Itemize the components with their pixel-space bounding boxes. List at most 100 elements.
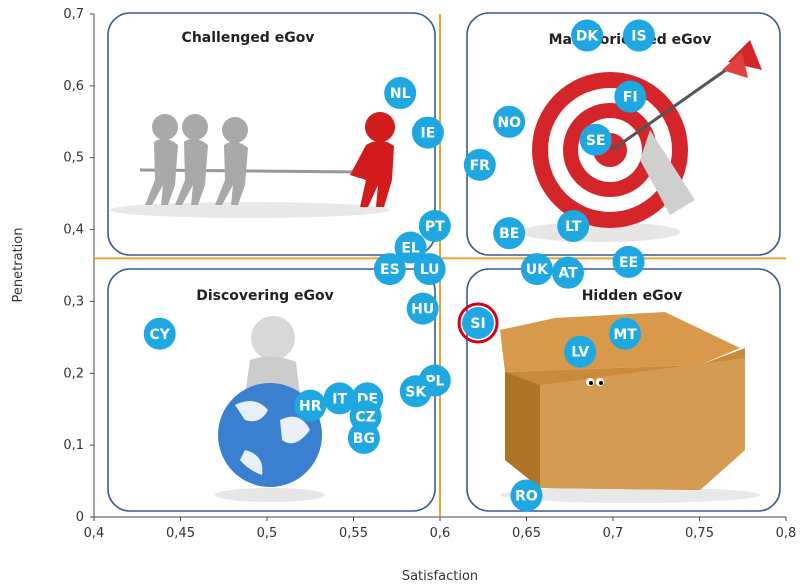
country-label: BE (499, 226, 519, 242)
country-label: CY (150, 327, 171, 343)
country-bubble (552, 256, 585, 289)
country-bubble (571, 19, 604, 52)
country-point-si: SI (457, 302, 499, 344)
country-label: ES (380, 262, 400, 278)
country-point-uk: UK (520, 253, 553, 286)
country-point-lt: LT (557, 209, 590, 242)
country-bubble (394, 231, 427, 264)
country-bubble (579, 123, 612, 156)
country-bubble (406, 292, 439, 325)
country-label: CZ (355, 409, 375, 425)
x-tick-label: 0,7 (603, 526, 624, 541)
country-bubble (373, 253, 406, 286)
country-point-no: NO (493, 105, 526, 138)
country-point-lv: LV (564, 335, 597, 368)
x-tick-label: 0,4 (84, 526, 105, 541)
country-label: IS (631, 29, 646, 45)
y-tick-label: 0,3 (63, 294, 84, 309)
y-tick-label: 0,4 (63, 223, 84, 238)
country-point-mt: MT (609, 317, 642, 350)
country-label: IE (420, 126, 435, 142)
country-label: SK (405, 384, 427, 400)
country-bubble (614, 80, 647, 113)
country-label: LV (571, 345, 589, 361)
country-label: LT (565, 219, 582, 235)
country-bubble (294, 389, 327, 422)
x-tick-label: 0,65 (512, 526, 541, 541)
quadrant-title-discovering: Discovering eGov (196, 288, 334, 304)
country-label: NL (390, 86, 411, 102)
country-point-be: BE (493, 217, 526, 250)
quadrant-title-challenged: Challenged eGov (182, 30, 315, 46)
x-tick-label: 0,8 (776, 526, 797, 541)
country-label: SE (586, 133, 606, 149)
country-bubble (418, 209, 451, 242)
quadrant-title-hidden: Hidden eGov (582, 288, 683, 304)
y-tick-label: 0,2 (63, 366, 84, 381)
country-point-fr: FR (463, 148, 496, 181)
country-label: LU (420, 262, 440, 278)
x-tick-label: 0,45 (166, 526, 195, 541)
country-label: RO (515, 488, 538, 504)
country-point-fi: FI (614, 80, 647, 113)
country-label: AT (558, 266, 578, 282)
highlight-ring (457, 302, 499, 344)
country-label: FI (623, 90, 638, 106)
x-axis-title: Satisfaction (402, 569, 478, 584)
country-point-bg: BG (347, 421, 380, 454)
country-label: BG (353, 431, 375, 447)
x-tick-label: 0,55 (339, 526, 368, 541)
country-bubble (557, 209, 590, 242)
country-label: NO (497, 115, 521, 131)
x-tick-label: 0,5 (257, 526, 278, 541)
country-point-el: EL (394, 231, 427, 264)
country-label: FR (470, 158, 491, 174)
country-point-it: IT (323, 382, 356, 415)
country-point-lu: LU (413, 253, 446, 286)
country-bubble (564, 335, 597, 368)
country-bubble (510, 479, 543, 512)
country-label: HU (411, 302, 434, 318)
country-point-hr: HR (294, 389, 327, 422)
x-tick-label: 0,6 (430, 526, 451, 541)
country-bubble (622, 19, 655, 52)
country-bubble (493, 105, 526, 138)
target-illustration (520, 40, 762, 242)
country-label: UK (526, 262, 549, 278)
country-bubble (612, 245, 645, 278)
country-point-nl: NL (384, 77, 417, 110)
country-point-dk: DK (571, 19, 604, 52)
y-tick-label: 0,7 (63, 7, 84, 22)
country-point-se: SE (579, 123, 612, 156)
country-label: PT (425, 219, 445, 235)
y-axis-title: Penetration (11, 228, 26, 303)
country-bubble (143, 317, 176, 350)
y-tick-label: 0,1 (63, 438, 84, 453)
country-bubble (347, 421, 380, 454)
country-bubble (520, 253, 553, 286)
y-tick-label: 0 (76, 510, 84, 525)
country-point-at: AT (552, 256, 585, 289)
country-label: HR (299, 399, 322, 415)
country-label: EE (619, 255, 638, 271)
country-bubble (411, 116, 444, 149)
country-point-is: IS (622, 19, 655, 52)
country-point-pt: PT (418, 209, 451, 242)
y-tick-label: 0,6 (63, 79, 84, 94)
country-point-hu: HU (406, 292, 439, 325)
country-bubble (413, 253, 446, 286)
y-tick-label: 0,5 (63, 151, 84, 166)
tug-of-war-illustration (110, 112, 395, 218)
country-bubble (462, 306, 495, 339)
country-point-ee: EE (612, 245, 645, 278)
country-point-cy: CY (143, 317, 176, 350)
country-label: SI (470, 316, 485, 332)
country-label: DK (576, 29, 600, 45)
country-bubble (609, 317, 642, 350)
country-label: EL (401, 241, 420, 257)
country-bubble (399, 375, 432, 408)
country-bubble (323, 382, 356, 415)
country-point-ie: IE (411, 116, 444, 149)
country-label: IT (332, 391, 347, 407)
